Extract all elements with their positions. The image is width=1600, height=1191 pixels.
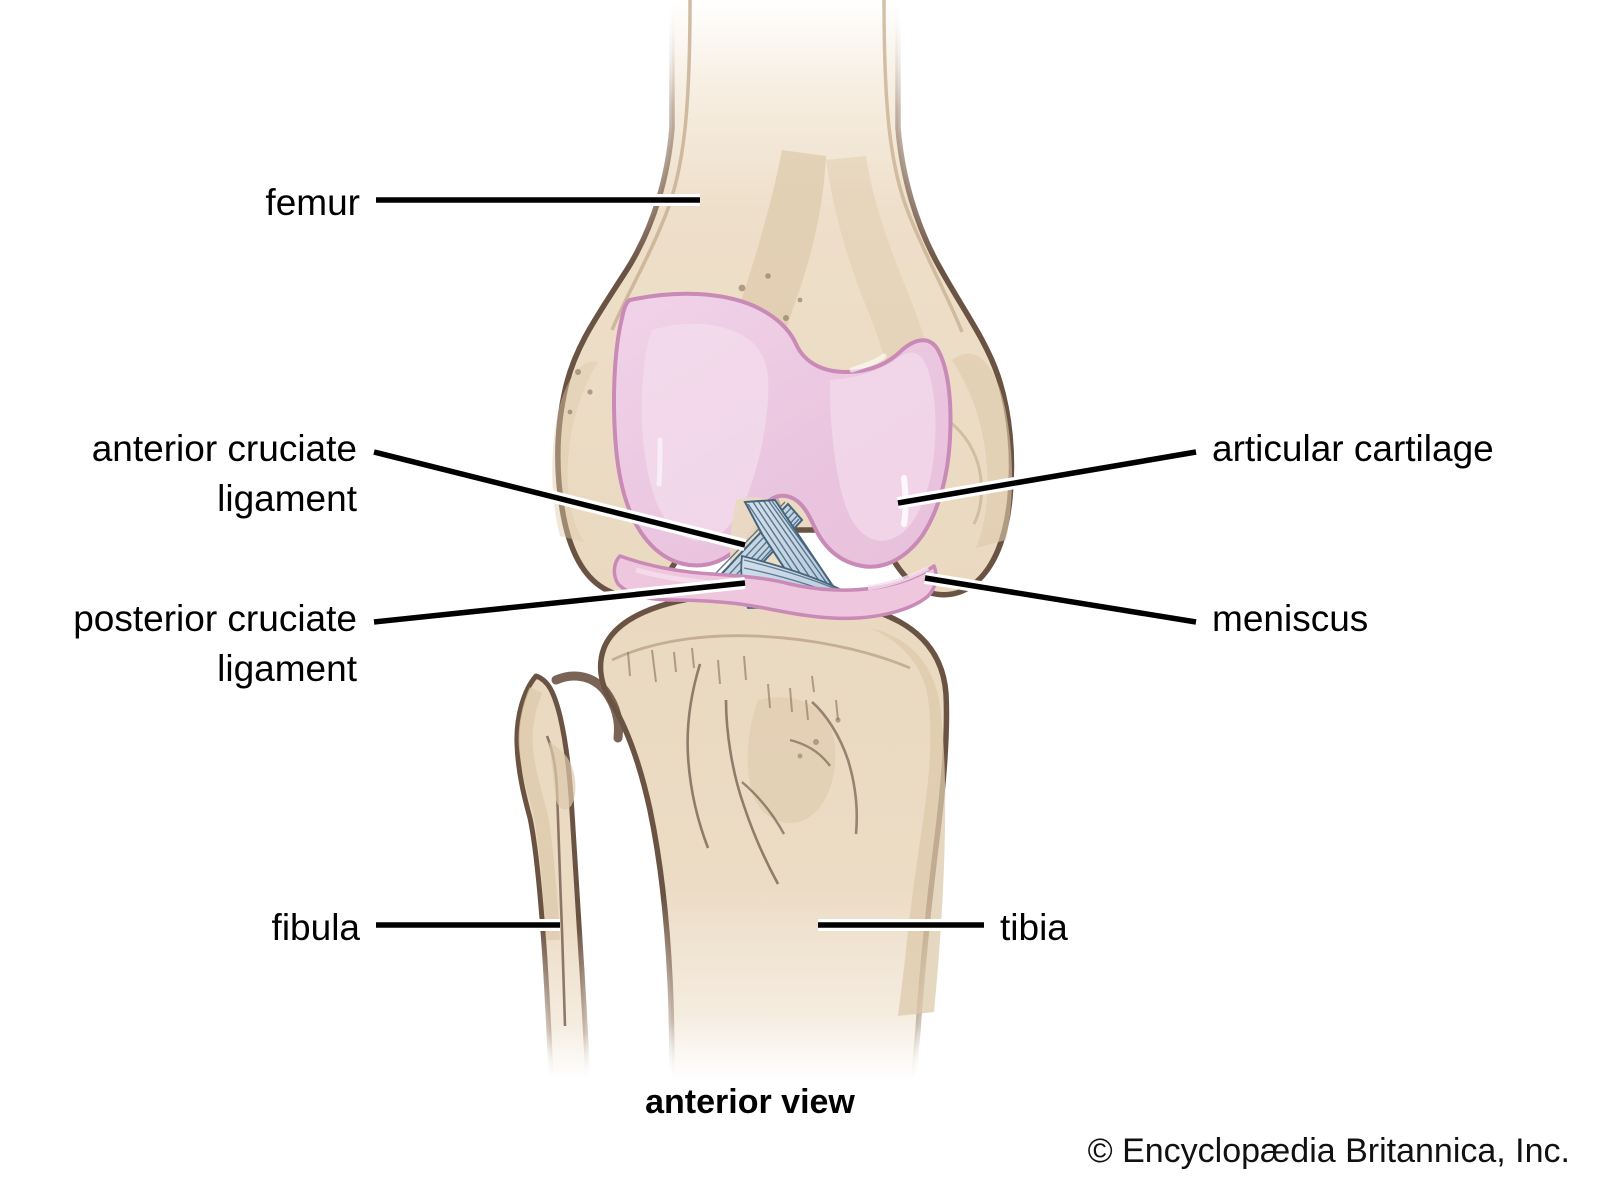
- tibia-ridge-2: [724, 699, 780, 885]
- tibia-ridge-5: [811, 701, 859, 835]
- femur-cortex-left: [610, 0, 692, 331]
- copyright-credit: © Encyclopædia Britannica, Inc.: [1088, 1132, 1570, 1170]
- label-tibia: tibia: [1000, 907, 1068, 948]
- label-anterior-cruciate-ligament-line1: anterior cruciate: [92, 428, 357, 469]
- label-posterior-cruciate-ligament-line1: posterior cruciate: [73, 598, 357, 639]
- femur-cortex-right: [882, 0, 964, 333]
- leader-line-acl: [373, 449, 746, 548]
- cartilage-lateral-highlight: [830, 352, 936, 541]
- tibia-trabecular-marks: [627, 647, 839, 721]
- leader-line-cartilage: [897, 449, 1197, 506]
- label-femur: femur: [265, 182, 360, 223]
- figure-caption: anterior view: [645, 1083, 855, 1121]
- label-texts: femur anterior cruciate ligament posteri…: [73, 182, 1494, 948]
- label-fibula: fibula: [272, 907, 361, 948]
- femur-lateral-shading: [952, 353, 1012, 548]
- leader-line-meniscus: [924, 575, 1197, 625]
- tibia-ridge-3: [741, 781, 786, 835]
- fibula-shading: [518, 687, 560, 941]
- tibia-medial-shading: [747, 697, 836, 823]
- label-posterior-cruciate-ligament-line2: ligament: [217, 648, 358, 689]
- meniscus: [612, 554, 938, 621]
- fibula-bone: [514, 673, 591, 1083]
- label-anterior-cruciate-ligament-line2: ligament: [217, 478, 358, 519]
- meniscus-shape: [612, 554, 938, 621]
- femur-lateral-contour: [943, 416, 983, 525]
- meniscus-highlight-lateral: [867, 565, 930, 591]
- cartilage-glint-top: [849, 353, 887, 373]
- leader-lines: [372, 194, 1198, 931]
- tibia-speckles: [797, 717, 841, 759]
- articular-cartilage: [612, 291, 953, 569]
- tibia-ridge-4: [789, 738, 831, 767]
- cartilage-medial-highlight: [641, 323, 769, 541]
- tibia-ridge-1: [686, 663, 710, 849]
- label-articular-cartilage: articular cartilage: [1212, 428, 1494, 469]
- tibia-plateau-line: [611, 634, 911, 670]
- cartilage-glint-left: [656, 437, 663, 487]
- label-meniscus: meniscus: [1212, 598, 1368, 639]
- leader-line-pcl: [373, 580, 746, 625]
- tibia-fibula-overlap: [551, 671, 623, 743]
- fibula-head-texture: [549, 742, 576, 810]
